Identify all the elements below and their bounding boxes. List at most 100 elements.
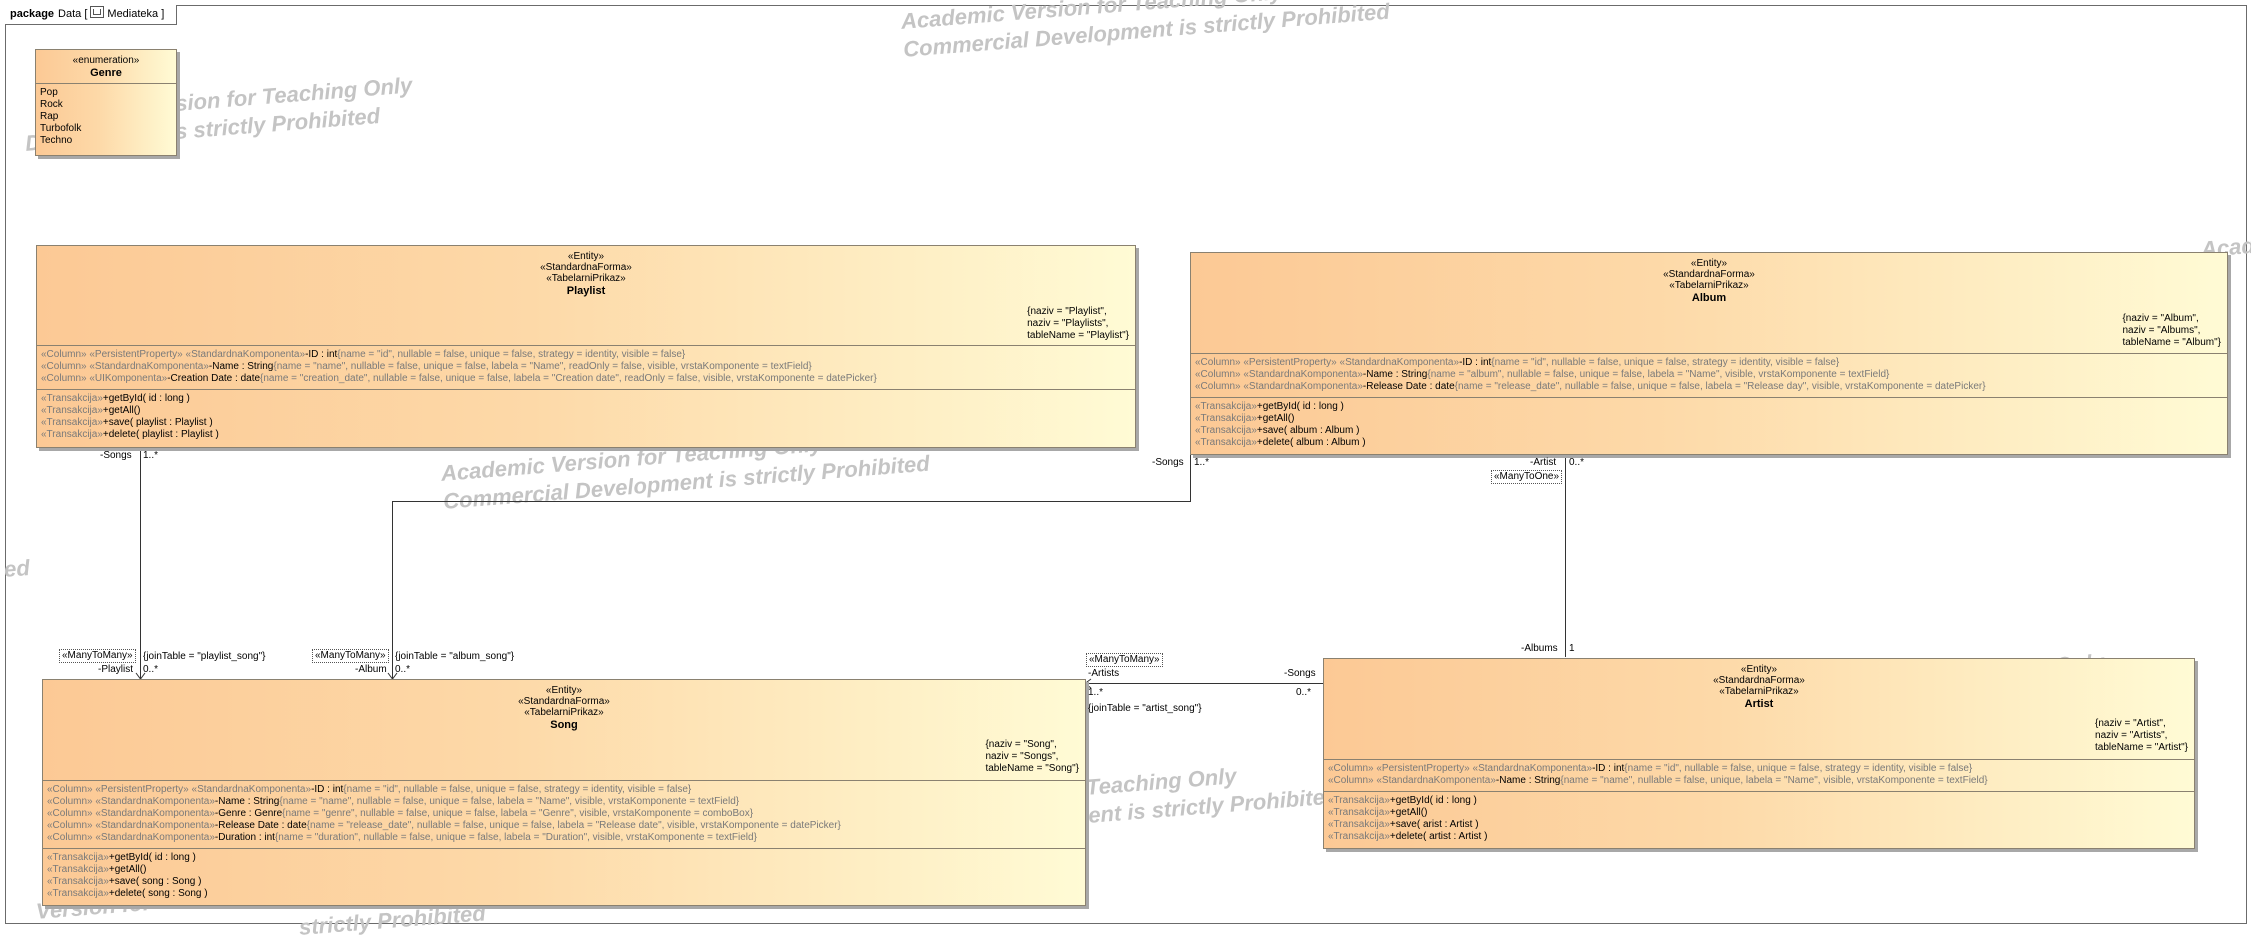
role-label: -Artists	[1088, 668, 1120, 679]
enum-literal: Turbofolk	[40, 123, 82, 134]
tagged-values: {naziv = "Playlist",naziv = "Playlists",…	[1027, 306, 1129, 341]
attribute[interactable]: «Column» «StandardnaKomponenta»-Release …	[1195, 381, 1986, 392]
attribute[interactable]: «Column» «PersistentProperty» «Standardn…	[1195, 357, 1840, 368]
operation[interactable]: «Transakcija»+save( album : Album )	[1195, 425, 1360, 436]
role-label: -Artist	[1530, 457, 1557, 468]
attribute[interactable]: «Column» «StandardnaKomponenta»-Name : S…	[41, 361, 812, 372]
enum-literal: Techno	[40, 135, 73, 146]
operation[interactable]: «Transakcija»+save( arist : Artist )	[1328, 819, 1479, 830]
attribute[interactable]: «Column» «PersistentProperty» «Standardn…	[1328, 763, 1973, 774]
operations: «Transakcija»+getById( id : long ) «Tran…	[1324, 791, 2194, 847]
attribute[interactable]: «Column» «PersistentProperty» «Standardn…	[41, 349, 686, 360]
operation[interactable]: «Transakcija»+getById( id : long )	[41, 393, 190, 404]
stereotype: «TabelarniPrikaz»	[524, 707, 604, 718]
operation[interactable]: «Transakcija»+getById( id : long )	[1195, 401, 1344, 412]
class-name: Album	[1691, 292, 1727, 304]
operation[interactable]: «Transakcija»+getAll()	[47, 864, 147, 875]
role-label: -Albums	[1521, 643, 1558, 654]
multiplicity-label: 1..*	[1194, 457, 1210, 468]
operations: «Transakcija»+getById( id : long ) «Tran…	[43, 848, 1085, 904]
association-stereotype: «ManyToMany»	[59, 649, 136, 663]
attribute[interactable]: «Column» «StandardnaKomponenta»-Genre : …	[47, 808, 754, 819]
class-playlist[interactable]: «Entity» «StandardnaForma» «TabelarniPri…	[36, 245, 1136, 448]
operation[interactable]: «Transakcija»+delete( artist : Artist )	[1328, 831, 1488, 842]
class-album[interactable]: «Entity» «StandardnaForma» «TabelarniPri…	[1190, 252, 2228, 455]
operation[interactable]: «Transakcija»+save( playlist : Playlist …	[41, 417, 213, 428]
stereotype: «StandardnaForma»	[1663, 269, 1755, 280]
stereotype: «TabelarniPrikaz»	[1719, 686, 1799, 697]
role-label: -Songs	[1152, 457, 1184, 468]
package-name: Data	[58, 8, 82, 20]
multiplicity-label: 1	[1569, 643, 1575, 654]
tagged-value-label: {joinTable = "playlist_song"}	[143, 651, 266, 662]
operation[interactable]: «Transakcija»+delete( album : Album )	[1195, 437, 1366, 448]
multiplicity-label: 0..*	[143, 664, 159, 675]
tagged-values: {naziv = "Album",naziv = "Albums",tableN…	[2122, 313, 2221, 348]
package-keyword: package	[10, 8, 55, 20]
multiplicity-label: 0..*	[395, 664, 411, 675]
attributes: «Column» «PersistentProperty» «Standardn…	[1324, 759, 2194, 791]
operations: «Transakcija»+getById( id : long ) «Tran…	[1191, 397, 2227, 453]
operation[interactable]: «Transakcija»+save( song : Song )	[47, 876, 202, 887]
genre-stereotype: «enumeration»	[72, 55, 140, 66]
tagged-values: {naziv = "Song",naziv = "Songs",tableNam…	[985, 739, 1079, 774]
multiplicity-label: 1..*	[1088, 687, 1104, 698]
association-stereotype: «ManyToMany»	[1086, 653, 1163, 667]
attribute[interactable]: «Column» «StandardnaKomponenta»-Name : S…	[47, 796, 740, 807]
stereotype: «StandardnaForma»	[518, 696, 610, 707]
operation[interactable]: «Transakcija»+delete( playlist : Playlis…	[41, 429, 219, 440]
operation[interactable]: «Transakcija»+getAll()	[41, 405, 141, 416]
enum-literal: Pop	[40, 87, 58, 98]
tagged-value-label: {joinTable = "album_song"}	[395, 651, 515, 662]
class-name: Song	[550, 719, 578, 731]
stereotype: «Entity»	[545, 685, 583, 696]
association-stereotype: «ManyToOne»	[1491, 470, 1563, 484]
multiplicity-label: 0..*	[1569, 457, 1585, 468]
enum-literal: Rock	[40, 99, 63, 110]
class-artist[interactable]: «Entity» «StandardnaForma» «TabelarniPri…	[1323, 658, 2195, 849]
stereotype: «StandardnaForma»	[1713, 675, 1805, 686]
tagged-value-label: {joinTable = "artist_song"}	[1088, 703, 1202, 714]
attribute[interactable]: «Column» «StandardnaKomponenta»-Name : S…	[1195, 369, 1890, 380]
operation[interactable]: «Transakcija»+getById( id : long )	[47, 852, 196, 863]
diagram-icon	[90, 6, 105, 18]
attribute[interactable]: «Column» «StandardnaKomponenta»-Name : S…	[1328, 775, 1988, 786]
multiplicity-label: 1..*	[143, 450, 159, 461]
attribute[interactable]: «Column» «StandardnaKomponenta»-Duration…	[47, 832, 757, 843]
class-genre[interactable]: «enumeration» Genre Pop Rock Rap Turbofo…	[35, 49, 177, 156]
operation[interactable]: «Transakcija»+getAll()	[1195, 413, 1295, 424]
operation[interactable]: «Transakcija»+getAll()	[1328, 807, 1428, 818]
enum-literal: Rap	[40, 111, 59, 122]
stereotype: «Entity»	[567, 251, 605, 262]
stereotype: «StandardnaForma»	[540, 262, 632, 273]
role-label: -Songs	[1284, 668, 1316, 679]
tagged-values: {naziv = "Artist",naziv = "Artists",tabl…	[2095, 718, 2188, 753]
genre-literals: Pop Rock Rap Turbofolk Techno	[36, 83, 176, 151]
class-name: Artist	[1744, 698, 1774, 710]
attribute[interactable]: «Column» «PersistentProperty» «Standardn…	[47, 784, 692, 795]
role-label: -Album	[355, 664, 387, 675]
role-label: -Playlist	[98, 664, 134, 675]
role-label: -Songs	[100, 450, 132, 461]
package-frame	[5, 5, 2247, 924]
attribute[interactable]: «Column» «StandardnaKomponenta»-Release …	[47, 820, 841, 831]
stereotype: «TabelarniPrikaz»	[546, 273, 626, 284]
assoc-album-song	[392, 452, 1191, 679]
attributes: «Column» «PersistentProperty» «Standardn…	[1191, 353, 2227, 397]
operation[interactable]: «Transakcija»+getById( id : long )	[1328, 795, 1477, 806]
stereotype: «Entity»	[1690, 258, 1728, 269]
multiplicity-label: 0..*	[1296, 687, 1312, 698]
operations: «Transakcija»+getById( id : long ) «Tran…	[37, 389, 1135, 445]
class-song[interactable]: «Entity» «StandardnaForma» «TabelarniPri…	[42, 679, 1086, 906]
stereotype: «Entity»	[1740, 664, 1778, 675]
operation[interactable]: «Transakcija»+delete( song : Song )	[47, 888, 208, 899]
attribute[interactable]: «Column» «UIKomponenta»-Creation Date : …	[41, 373, 877, 384]
attributes: «Column» «PersistentProperty» «Standardn…	[37, 345, 1135, 389]
package-element: Mediateka	[107, 8, 159, 20]
genre-name: Genre	[90, 67, 122, 79]
stereotype: «TabelarniPrikaz»	[1669, 280, 1749, 291]
attributes: «Column» «PersistentProperty» «Standardn…	[43, 780, 1085, 848]
class-name: Playlist	[566, 285, 606, 297]
